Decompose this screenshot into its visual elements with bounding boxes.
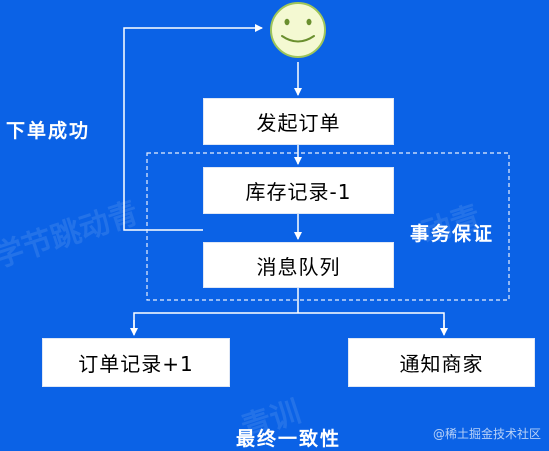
- corner-watermark: @稀土掘金技术社区: [432, 427, 541, 441]
- smiley-face-icon: [270, 2, 326, 58]
- split-line: [133, 312, 445, 334]
- node-notify-merchant: 通知商家: [348, 338, 535, 387]
- label-eventual-consistency: 最终一致性: [236, 428, 342, 450]
- loop-back-line: [123, 24, 263, 231]
- transaction-region: [146, 152, 510, 301]
- node-inventory: 库存记录-1: [203, 167, 394, 214]
- node-place-order: 发起订单: [203, 98, 394, 145]
- node-message-queue: 消息队列: [203, 242, 394, 288]
- node-order-record: 订单记录+1: [42, 338, 230, 387]
- label-order-success: 下单成功: [6, 120, 91, 142]
- label-transaction: 事务保证: [410, 223, 495, 245]
